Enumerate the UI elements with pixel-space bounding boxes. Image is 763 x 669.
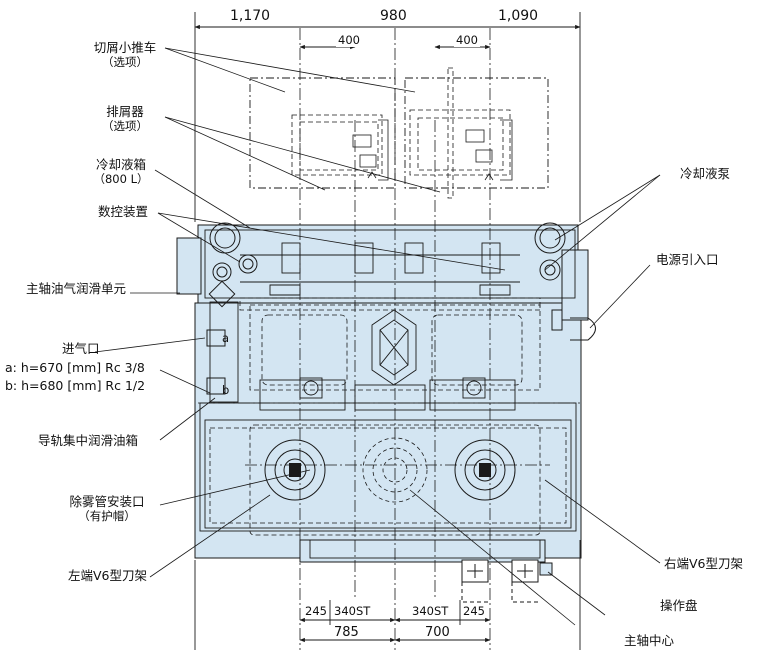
label-way-lube-tank: 导轨集中润滑油箱 — [38, 433, 139, 448]
label-spindle-lube: 主轴油气润滑单元 — [26, 281, 127, 296]
label-operation-panel: 操作盘 — [660, 598, 698, 613]
dim-spindle-left: 400 — [336, 33, 362, 47]
label-right-turret: 右端V6型刀架 — [664, 556, 744, 571]
label-air-b: b: h=680 [mm] Rc 1/2 — [5, 378, 146, 393]
coolant-tank-body — [197, 224, 579, 304]
coolant-pump-dial — [534, 222, 566, 254]
machine-body — [176, 224, 589, 563]
left-turret-outer — [264, 439, 326, 501]
right-turret-outer — [454, 439, 516, 501]
dim-spindle-right: 400 — [454, 33, 480, 47]
turrets — [264, 439, 516, 501]
dim-bottom-245-left: 245 — [305, 604, 327, 618]
chip-cart-right — [404, 77, 549, 189]
operation-panel — [461, 559, 553, 603]
spindle-chuck — [362, 437, 428, 503]
dim-top-left: 1,170 — [230, 8, 271, 24]
dim-bottom-700: 700 — [425, 625, 450, 640]
dim-bottom-245-right: 245 — [463, 604, 485, 618]
chip-cart-left — [249, 77, 396, 189]
machine-bed — [194, 302, 582, 559]
label-coolant-pump: 冷却液泵 — [680, 166, 731, 181]
label-spindle-center: 主轴中心 — [624, 633, 675, 648]
label-nc-unit: 数控装置 — [98, 204, 149, 219]
dim-top-middle: 980 — [380, 8, 407, 24]
mark-a: a — [222, 331, 230, 345]
dim-bottom-340st-right: 340ST — [412, 604, 449, 618]
label-coolant-tank: 冷却液箱 （800 L） — [93, 157, 149, 186]
dim-bottom-340st-left: 340ST — [334, 604, 371, 618]
mark-b: b — [222, 383, 230, 397]
label-chip-cart: 切屑小推车 （选项） — [93, 40, 157, 69]
bottom-extension — [299, 539, 546, 563]
label-chip-conveyor: 排屑器 （选项） — [102, 104, 148, 133]
label-air-a: a: h=670 [mm] Rc 3/8 — [5, 360, 145, 375]
label-air-inlet: 进气口 — [62, 341, 100, 356]
left-control-box — [176, 237, 202, 295]
label-mist-port: 除雾管安装口 （有护帽） — [69, 494, 145, 523]
dim-top-right: 1,090 — [498, 8, 539, 24]
label-left-turret: 左端V6型刀架 — [68, 568, 148, 583]
dim-bottom-785: 785 — [334, 625, 359, 640]
label-power-inlet: 电源引入口 — [656, 252, 719, 267]
